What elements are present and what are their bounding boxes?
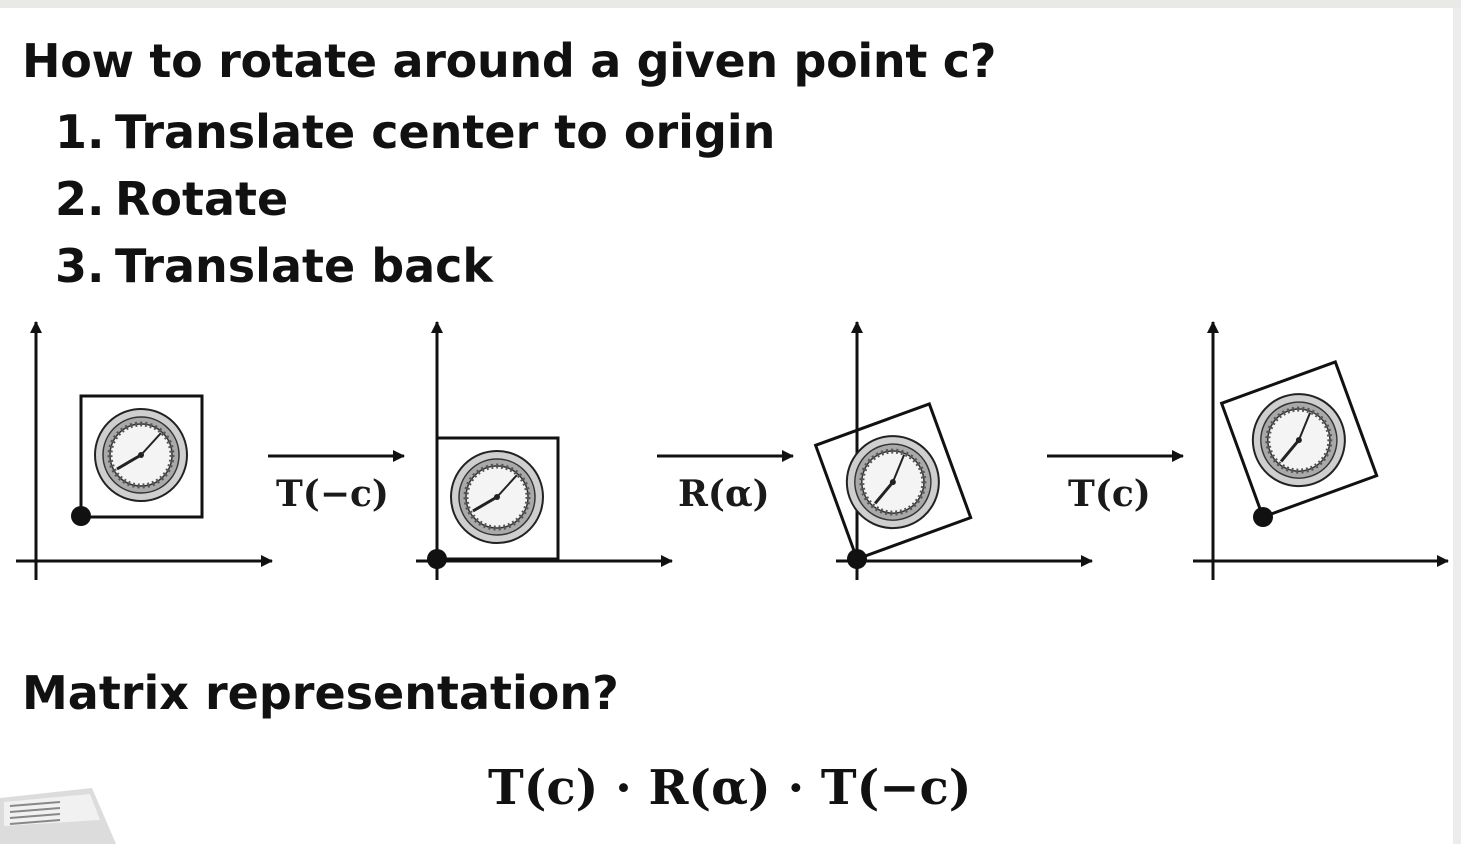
clock-icon	[95, 409, 187, 501]
step-item: 3.Translate back	[55, 236, 775, 303]
operation-label: T(c)	[1068, 473, 1151, 515]
step-number: 1.	[55, 105, 105, 159]
step-text: Translate center to origin	[115, 105, 776, 159]
panel-rotated	[813, 321, 1093, 580]
rotated-image	[813, 401, 973, 561]
step-number: 2.	[55, 172, 105, 226]
step-text: Translate back	[115, 239, 494, 293]
image-frame	[435, 436, 560, 561]
image-frame	[1219, 359, 1379, 519]
slide-title: How to rotate around a given point c?	[22, 34, 997, 88]
point-c	[427, 549, 447, 569]
clock-icon	[1240, 381, 1358, 499]
step-item: 2.Rotate	[55, 169, 775, 236]
section-subtitle: Matrix representation?	[22, 666, 619, 720]
clock-icon	[451, 451, 543, 543]
panel-translated	[416, 321, 673, 580]
slide-right-frame	[1453, 8, 1461, 844]
point-c	[847, 549, 867, 569]
step-text: Rotate	[115, 172, 289, 226]
operation-label: R(α)	[678, 473, 770, 515]
matrix-formula: T(c) · R(α) · T(−c)	[488, 760, 972, 816]
step-item: 1.Translate center to origin	[55, 102, 775, 169]
rotated-image	[1219, 359, 1379, 519]
step-number: 3.	[55, 239, 105, 293]
panel-original	[16, 321, 273, 580]
steps-list: 1.Translate center to origin 2.Rotate 3.…	[55, 102, 775, 303]
clock-icon	[834, 423, 952, 541]
rotation-diagram: T(−c) R(α) T(c)	[16, 321, 1449, 580]
image-frame	[79, 394, 204, 519]
image-frame	[813, 401, 973, 561]
video-thumbnail	[0, 788, 116, 844]
slide-top-frame	[0, 0, 1461, 8]
operation-label: T(−c)	[276, 473, 389, 515]
point-c	[71, 506, 91, 526]
panel-translated-back	[1193, 321, 1449, 580]
point-c	[1253, 507, 1273, 527]
